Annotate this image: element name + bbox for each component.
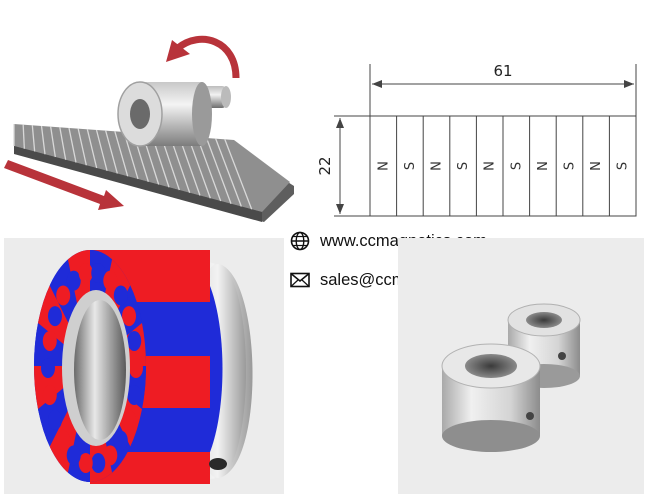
rack-segment-line bbox=[114, 131, 129, 177]
pole-label: S bbox=[509, 162, 524, 170]
gear-bore bbox=[130, 99, 150, 129]
face-inner-pole bbox=[113, 430, 128, 451]
rack-segment-line bbox=[22, 124, 25, 149]
face-inner-pole bbox=[103, 445, 118, 466]
rack-segment-line bbox=[40, 125, 46, 155]
rack-segment-line bbox=[50, 126, 56, 158]
globe-icon bbox=[290, 231, 310, 251]
face-inner-pole bbox=[113, 285, 128, 306]
face-inner-pole bbox=[41, 358, 55, 378]
face-inner-pole bbox=[66, 270, 81, 291]
envelope-icon bbox=[290, 272, 310, 288]
pole-label: S bbox=[403, 162, 418, 170]
face-inner-pole bbox=[56, 430, 71, 451]
rotation-arrow bbox=[175, 35, 240, 79]
face-inner-pole bbox=[66, 445, 81, 466]
rack-segment-line bbox=[68, 127, 77, 163]
rack-gear-drawing bbox=[4, 35, 294, 222]
face-inner-pole bbox=[47, 409, 62, 430]
rack-segment-line bbox=[196, 137, 222, 202]
rack-segment-line bbox=[59, 127, 67, 160]
rotation-arrowhead bbox=[166, 40, 190, 62]
rack-segment-line bbox=[77, 128, 87, 166]
rack-segment-line bbox=[31, 125, 36, 152]
rack-top bbox=[14, 124, 290, 212]
face-inner-pole bbox=[127, 385, 142, 406]
face-inner-pole bbox=[78, 262, 93, 283]
width-dimension-label: 61 bbox=[493, 62, 512, 80]
pole-label: N bbox=[483, 161, 498, 171]
rack-segment-line bbox=[215, 138, 242, 207]
multipole-ring-magnet bbox=[4, 238, 284, 494]
pole-label: N bbox=[430, 161, 445, 171]
rack-segment-line bbox=[224, 139, 253, 210]
pole-diagram: 61 22 N S N S N S N S N S bbox=[316, 62, 637, 217]
rack-segment-line bbox=[86, 129, 98, 169]
pole-label: S bbox=[456, 162, 471, 170]
face-inner-pole bbox=[78, 453, 93, 474]
pole-label: S bbox=[563, 162, 578, 170]
face-inner-pole bbox=[42, 330, 57, 351]
face-inner-pole bbox=[91, 262, 106, 283]
face-inner-pole bbox=[56, 285, 71, 306]
face-inner-pole bbox=[103, 270, 118, 291]
rack-segment-line bbox=[205, 137, 232, 204]
rack-segment-line bbox=[187, 136, 211, 199]
front-collar bbox=[441, 343, 541, 452]
face-inner-pole bbox=[47, 306, 62, 327]
magnetic-rack-illustration bbox=[0, 0, 300, 240]
height-dimension-label: 22 bbox=[316, 156, 334, 175]
face-inner-pole bbox=[127, 330, 142, 351]
face-inner-pole bbox=[91, 453, 106, 474]
rack-front bbox=[14, 146, 262, 222]
set-screw-hole bbox=[209, 458, 227, 470]
magnet-bore bbox=[74, 300, 126, 440]
face-inner-pole bbox=[122, 409, 137, 430]
linear-arrow bbox=[4, 160, 124, 210]
pole-label: N bbox=[376, 161, 391, 171]
collar-photo-drawing bbox=[441, 303, 581, 452]
pole-label: N bbox=[536, 161, 551, 171]
face-inner-pole bbox=[129, 358, 143, 378]
collar-photo bbox=[398, 238, 644, 494]
rack-segment-line bbox=[95, 129, 108, 171]
pole-label: S bbox=[616, 162, 631, 170]
face-segments bbox=[34, 250, 146, 482]
face-inner-pole bbox=[42, 385, 57, 406]
face-inner-pole bbox=[122, 306, 137, 327]
pole-label: N bbox=[589, 161, 604, 171]
dimension-diagram: 61 22 N S N S N S N S N S bbox=[300, 40, 668, 230]
rack-segment-line bbox=[105, 130, 118, 174]
ring-magnet-drawing bbox=[34, 250, 253, 484]
